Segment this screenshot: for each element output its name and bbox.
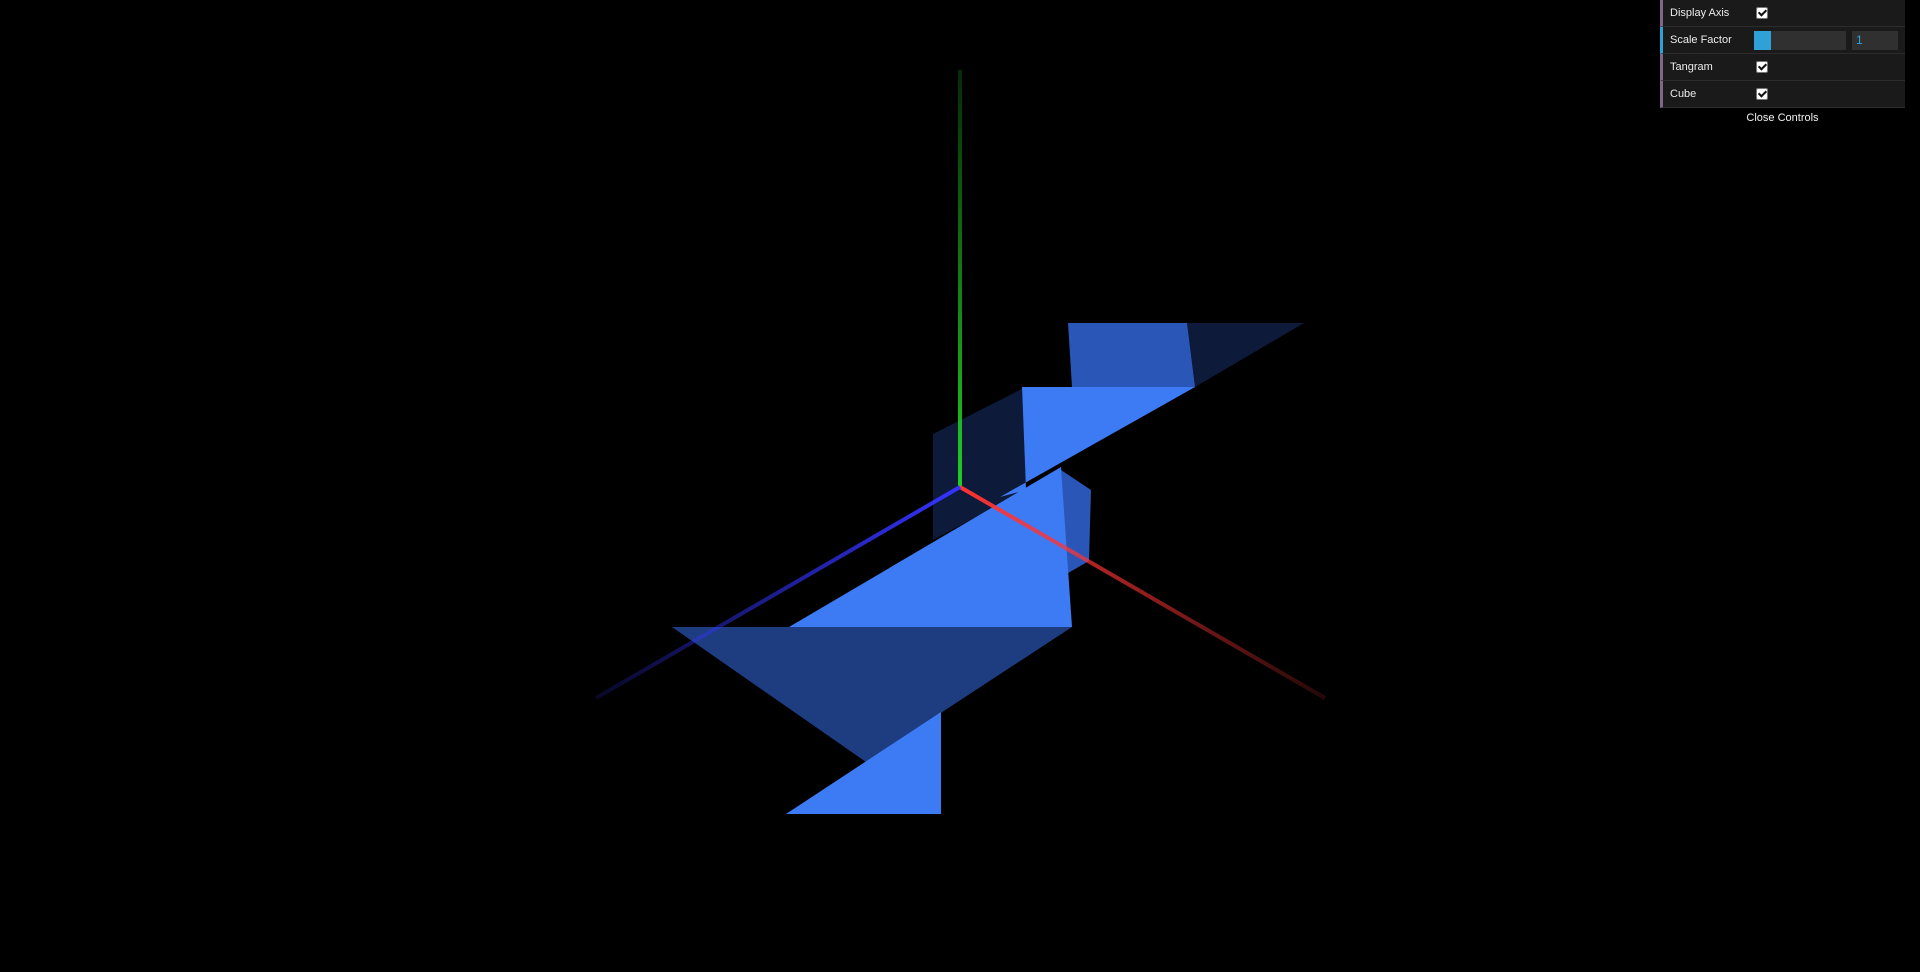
scale-factor-label: Scale Factor [1670, 34, 1732, 46]
x-axis-line [958, 485, 1327, 700]
display-axis-checkbox[interactable] [1756, 7, 1768, 19]
tangram-row[interactable]: Tangram [1660, 54, 1905, 81]
close-controls-button[interactable]: Close Controls [1660, 108, 1905, 128]
scale-factor-input[interactable] [1852, 30, 1898, 50]
scale-factor-row: Scale Factor [1660, 27, 1905, 54]
display-axis-label: Display Axis [1670, 7, 1730, 19]
controls-panel: Display Axis Scale Factor Tangram Cube C… [1660, 0, 1905, 128]
tangram-top-right-triangle [1187, 323, 1304, 387]
cube-checkbox[interactable] [1756, 88, 1768, 100]
cube-label: Cube [1670, 88, 1697, 100]
tangram-top-square [1068, 323, 1195, 387]
tangram-lower-large-triangle [672, 627, 1072, 762]
scale-factor-slider-fill [1754, 30, 1771, 50]
scale-factor-slider[interactable] [1754, 30, 1846, 50]
tangram-upper-parallelogram [1000, 387, 1195, 497]
tangram-checkbox[interactable] [1756, 61, 1768, 73]
display-axis-control [1754, 7, 1905, 19]
tangram-center-large-triangle [789, 467, 1072, 627]
cube-row[interactable]: Cube [1660, 81, 1905, 108]
cube-right-face [1061, 470, 1091, 573]
tangram-control [1754, 61, 1905, 73]
display-axis-row[interactable]: Display Axis [1660, 0, 1905, 27]
cube-control [1754, 88, 1905, 100]
scale-factor-control [1754, 30, 1905, 50]
tangram-label: Tangram [1670, 61, 1713, 73]
tangram-bottom-small-triangle [786, 712, 941, 814]
z-axis-line [594, 485, 962, 700]
